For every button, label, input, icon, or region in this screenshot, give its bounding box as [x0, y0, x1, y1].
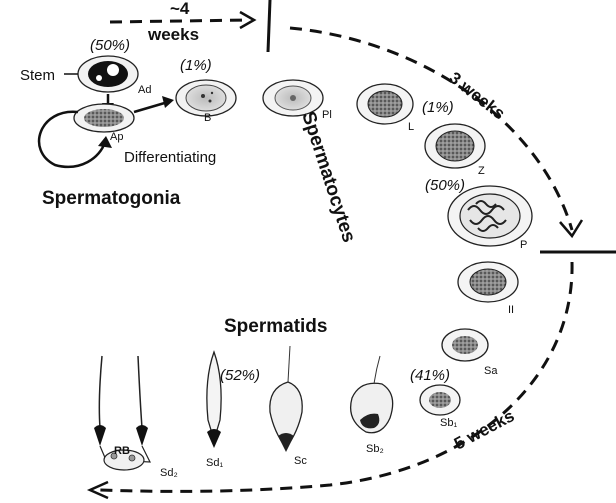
cell-l	[356, 83, 414, 125]
spermatids-label: Spermatids	[224, 316, 327, 337]
self-renewal-arrowhead	[98, 136, 112, 148]
cell-label-b: B	[204, 112, 211, 124]
cell-sd1	[206, 350, 222, 448]
percent-sd1: (52%)	[220, 367, 260, 384]
cell-sb2	[349, 355, 394, 434]
cell-ad	[77, 55, 139, 93]
cell-p	[447, 185, 533, 247]
cell-label-sd1: Sd₁	[206, 457, 223, 469]
cell-label-ad: Ad	[138, 84, 151, 96]
residual-body-label: RB	[114, 445, 130, 457]
cell-sb1	[419, 384, 461, 416]
cell-label-ii: II	[508, 304, 514, 316]
cell-b	[175, 79, 237, 117]
percent-ad: (50%)	[90, 37, 130, 54]
timeline-divider-top	[266, 0, 272, 53]
cell-label-sb2: Sb₂	[366, 443, 384, 455]
cell-label-sd2: Sd₂	[160, 467, 178, 479]
spermatogonia-label: Spermatogonia	[42, 188, 181, 209]
cell-sd2	[94, 355, 151, 471]
cell-z	[424, 123, 486, 169]
three-weeks-arrow	[289, 26, 574, 231]
cell-ap	[73, 103, 135, 133]
cell-label-sb1: Sb₁	[440, 417, 457, 429]
ap-to-b-arrow	[133, 100, 169, 114]
cell-label-p: P	[520, 239, 527, 251]
cell-sa	[441, 328, 489, 362]
three-weeks-label: 3 weeks	[446, 68, 509, 123]
self-renewal-arrow	[37, 110, 107, 169]
cell-ii	[457, 261, 519, 303]
five-weeks-arrow	[99, 261, 574, 493]
percent-b: (1%)	[180, 57, 212, 74]
five-weeks-arrowhead	[86, 480, 109, 500]
cell-label-sc: Sc	[294, 455, 307, 467]
percent-l: (1%)	[422, 99, 454, 116]
four-weeks-arrowhead	[239, 10, 257, 30]
five-weeks-label: 5 weeks	[451, 406, 518, 453]
stem-label: Stem	[20, 67, 55, 84]
cell-label-l: L	[408, 121, 414, 133]
cell-label-ap: Ap	[110, 131, 123, 143]
percent-sb: (41%)	[410, 367, 450, 384]
cell-label-z: Z	[478, 165, 485, 177]
cell-sc	[269, 345, 303, 452]
cell-label-sa: Sa	[484, 365, 498, 377]
four-weeks-arrow	[109, 18, 251, 24]
timeline-arrows	[86, 0, 616, 500]
ap-to-b-arrowhead	[162, 96, 174, 108]
cell-pl	[262, 79, 324, 117]
four-weeks-unit: weeks	[147, 25, 199, 44]
three-weeks-arrowhead	[559, 219, 584, 239]
percent-p: (50%)	[425, 177, 465, 194]
four-weeks-number: ~4	[170, 0, 190, 18]
cell-label-pl: Pl	[322, 109, 332, 121]
spermatocytes-label: Spermatocytes	[297, 109, 359, 245]
differentiating-label: Differentiating	[124, 149, 216, 166]
